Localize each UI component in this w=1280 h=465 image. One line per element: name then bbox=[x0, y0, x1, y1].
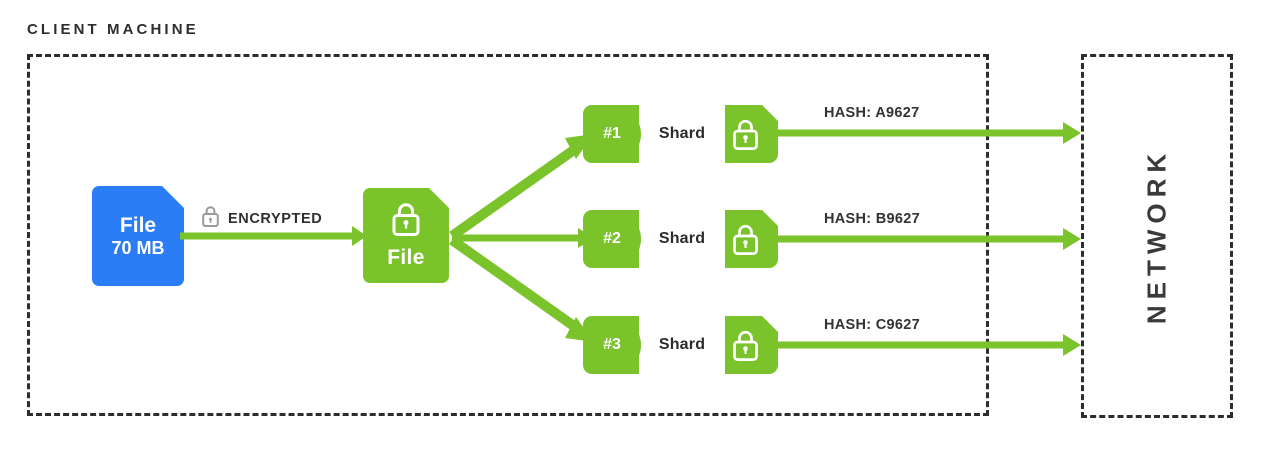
shard-number-badge-1: #1 bbox=[583, 105, 641, 163]
shard-label-2: Shard bbox=[658, 230, 706, 247]
shard-number-1: #1 bbox=[603, 125, 621, 142]
hash-label-1: HASH: A9627 bbox=[824, 105, 920, 121]
lock-icon bbox=[202, 205, 219, 232]
hash-label-3: HASH: C9627 bbox=[824, 317, 920, 333]
lock-icon bbox=[725, 210, 778, 268]
encrypted-tag: ENCRYPTED bbox=[202, 205, 322, 232]
shard-label-slab-3: Shard bbox=[639, 316, 725, 374]
shard-label-slab-1: Shard bbox=[639, 105, 725, 163]
network-boundary: NETWORK bbox=[1081, 54, 1233, 418]
shard-label-slab-2: Shard bbox=[639, 210, 725, 268]
client-machine-boundary bbox=[27, 54, 989, 416]
shard-card-1: #1 Shard bbox=[583, 105, 778, 163]
encrypted-file-card: File bbox=[363, 188, 449, 283]
hash-label-2: HASH: B9627 bbox=[824, 211, 920, 227]
lock-icon bbox=[391, 201, 421, 242]
shard-label-3: Shard bbox=[658, 336, 706, 353]
lock-icon bbox=[725, 105, 778, 163]
source-file-name: File bbox=[119, 214, 157, 238]
encrypted-file-name: File bbox=[387, 246, 425, 269]
client-machine-title: CLIENT MACHINE bbox=[27, 21, 199, 38]
shard-number-3: #3 bbox=[603, 336, 621, 353]
shard-card-2: #2 Shard bbox=[583, 210, 778, 268]
shard-card-3: #3 Shard bbox=[583, 316, 778, 374]
shard-label-1: Shard bbox=[658, 125, 706, 142]
source-file-card: File 70 MB bbox=[92, 186, 184, 286]
source-file-size: 70 MB bbox=[111, 237, 165, 258]
shard-number-badge-3: #3 bbox=[583, 316, 641, 374]
shard-number-badge-2: #2 bbox=[583, 210, 641, 268]
network-title: NETWORK bbox=[1141, 147, 1172, 325]
encrypted-label: ENCRYPTED bbox=[228, 210, 323, 227]
lock-icon bbox=[725, 316, 778, 374]
shard-number-2: #2 bbox=[603, 230, 621, 247]
